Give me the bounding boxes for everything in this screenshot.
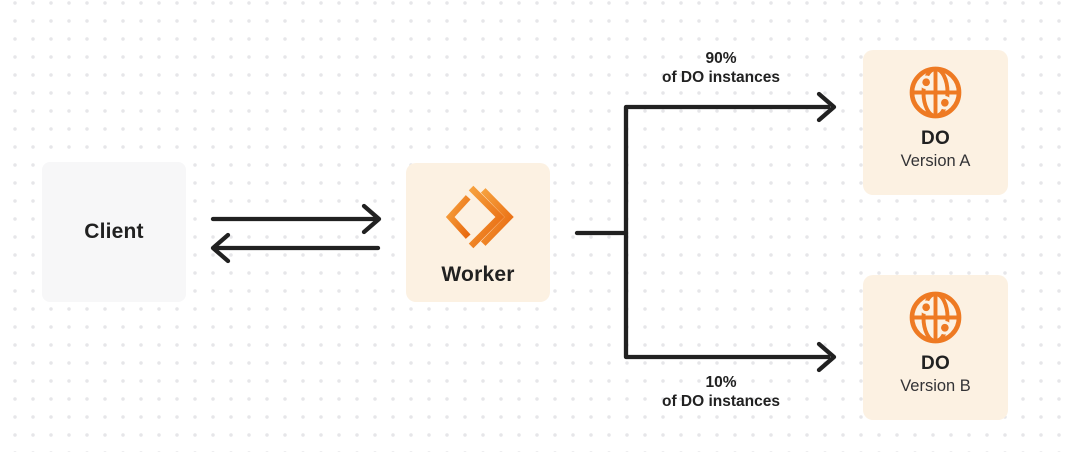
branch-label-10: 10% of DO instances: [662, 373, 780, 411]
client-label: Client: [84, 220, 144, 243]
branch-label-90: 90% of DO instances: [662, 49, 780, 87]
connector-branch-trunk: [623, 104, 831, 360]
arrowhead-to-do-a: [816, 91, 837, 123]
do-a-title: DO: [920, 128, 951, 149]
durable-object-globe-icon: [909, 291, 962, 344]
do-b-title: DO: [920, 353, 951, 374]
arrow-worker-to-client: [210, 232, 381, 264]
node-do-version-a: DO Version A: [863, 50, 1008, 195]
arrowhead-to-do-b: [816, 341, 837, 373]
node-worker: Worker: [406, 163, 550, 302]
arrow-client-to-worker: [210, 203, 382, 235]
cloudflare-workers-icon: [445, 185, 514, 249]
branch-10-caption: of DO instances: [662, 393, 780, 410]
durable-object-globe-icon: [909, 66, 962, 119]
do-b-subtitle: Version B: [900, 377, 971, 395]
do-a-subtitle: Version A: [900, 152, 971, 170]
branch-90-caption: of DO instances: [662, 69, 780, 86]
branch-10-percent: 10%: [705, 374, 737, 391]
worker-label: Worker: [441, 263, 515, 286]
node-do-version-b: DO Version B: [863, 275, 1008, 420]
node-client: Client: [42, 162, 186, 302]
branch-90-percent: 90%: [705, 50, 737, 67]
